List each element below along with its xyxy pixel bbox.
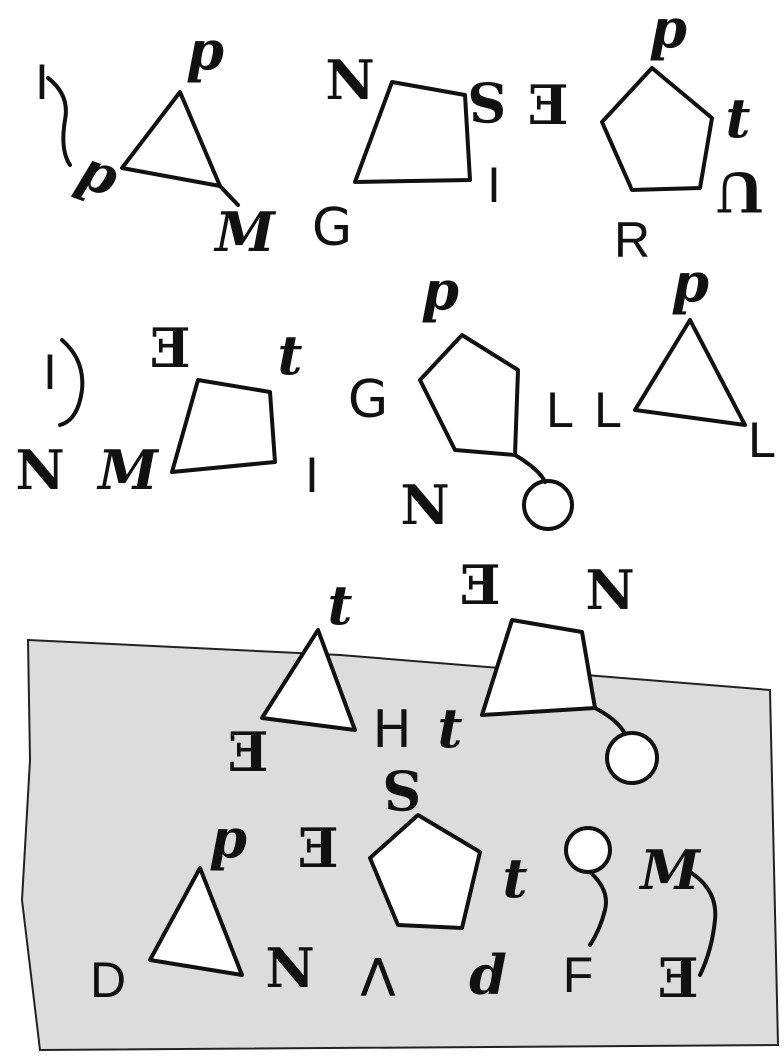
square-shape (170, 378, 277, 474)
glyph-label: L (546, 382, 574, 438)
glyph-label: N (585, 558, 634, 622)
glyph-label: L (748, 412, 776, 468)
glyph-label: E (297, 816, 338, 880)
glyph-label: t (278, 323, 303, 387)
glyph-label: I (487, 157, 501, 213)
glyph-label: E (657, 946, 698, 1010)
pentagon-3: S E t V d (297, 758, 527, 1007)
square-2: E t I N M I (15, 316, 319, 503)
glyph-label: S (468, 70, 507, 134)
glyph-label: t (503, 846, 528, 910)
chain-1: M F E (563, 826, 718, 1010)
connector (46, 76, 72, 167)
triangle-1: I d d M (35, 28, 277, 264)
glyph-label: D (90, 952, 126, 1008)
glyph-label: d (186, 28, 224, 92)
glyph-label: d (421, 268, 459, 332)
pentagon-shape (600, 66, 714, 192)
triangle-shape (633, 318, 747, 427)
glyph-label: R (614, 212, 650, 268)
circle-node (605, 731, 659, 785)
glyph-label: E (227, 720, 268, 784)
glyph-label: E (527, 73, 568, 137)
glyph-label: d (66, 145, 123, 218)
connector (593, 706, 627, 736)
glyph-label: S (383, 758, 422, 822)
glyph-label: E (149, 316, 190, 380)
connector (58, 338, 85, 427)
glyph-label: I (35, 54, 49, 110)
glyph-label: d (209, 816, 247, 880)
glyph-label: d (469, 943, 507, 1007)
glyph-label: t (438, 696, 463, 760)
connector (513, 453, 547, 484)
circle-node (522, 479, 574, 531)
triangle-4: d D N (90, 816, 315, 1008)
glyph-label: M (96, 438, 160, 502)
connector (588, 870, 608, 947)
glyph-label: N (15, 438, 64, 502)
square-3: E N t (438, 553, 659, 785)
glyph-label: L (594, 382, 622, 438)
glyph-label: d (649, 6, 687, 70)
glyph-label: M (638, 838, 702, 902)
glyph-label: H (372, 700, 411, 760)
pentagon-1: d t U R (600, 6, 764, 268)
glyph-label: E (459, 553, 500, 617)
glyph-label: t (328, 573, 353, 637)
glyph-label: d (671, 260, 709, 324)
triangle-shape (148, 866, 244, 977)
triangle-3: t E H (227, 573, 411, 784)
triangle-shape (120, 90, 222, 188)
connector (218, 184, 240, 207)
triangle-2: d L L (594, 260, 776, 468)
circle-node (564, 826, 612, 874)
glyph-label: t (726, 86, 751, 150)
glyph-label: G (348, 370, 388, 430)
pentagon-shape (368, 813, 482, 930)
glyph-label: N (400, 473, 449, 537)
glyph-label: M (213, 200, 277, 264)
glyph-label: I (43, 344, 57, 400)
square-shape (480, 618, 597, 717)
pentagon-2: d G L N (348, 268, 574, 537)
triangle-shape (260, 628, 357, 732)
square-shape (353, 80, 472, 184)
pentagon-shape (418, 333, 520, 457)
glyph-label: U (716, 160, 763, 224)
connector (688, 870, 718, 977)
square-1: N S E G I (312, 48, 569, 258)
glyph-label: N (325, 48, 374, 112)
glyph-label: V (360, 945, 396, 1005)
glyph-label: N (265, 936, 314, 1000)
glyph-label: F (563, 947, 594, 1003)
glyph-label: G (312, 198, 352, 258)
glyph-label: I (305, 447, 319, 503)
